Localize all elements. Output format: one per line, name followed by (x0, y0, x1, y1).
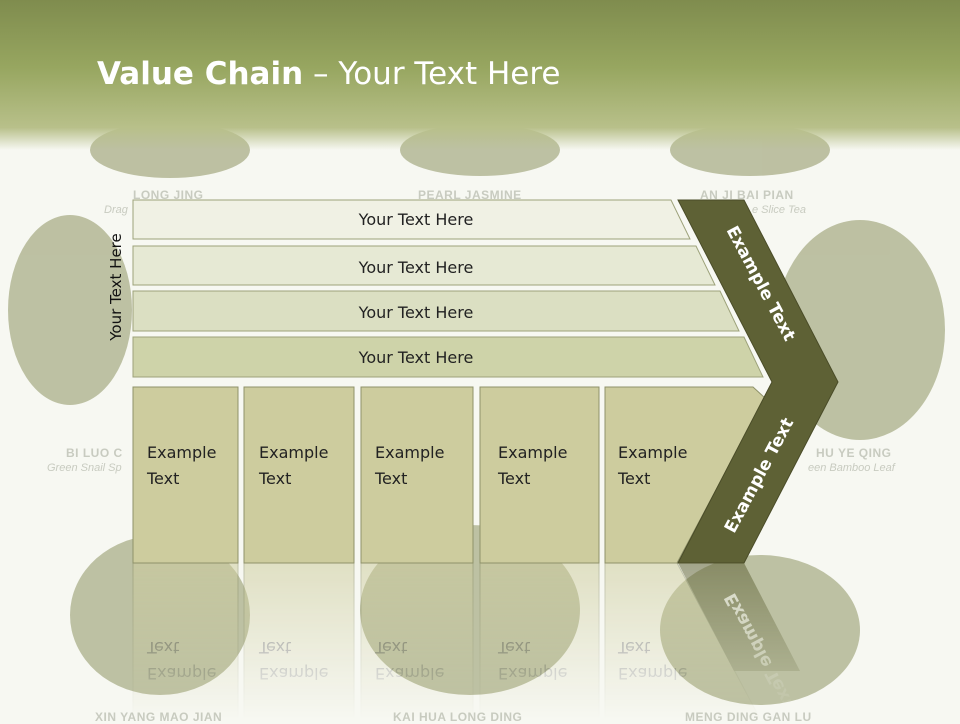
svg-text:Example: Example (259, 664, 328, 683)
svg-text:Text: Text (146, 638, 179, 657)
title-band (0, 0, 960, 150)
column-2[interactable]: Example Text (243, 386, 355, 564)
caption-long-jing-sub: Drag (104, 204, 128, 216)
title-rest: – Your Text Here (303, 56, 561, 92)
column-1[interactable]: Example Text (132, 386, 239, 564)
column-3[interactable]: Example Text (360, 386, 474, 564)
column-3-line-1: Example (375, 443, 444, 462)
column-2-line-2: Text (258, 469, 291, 488)
svg-text:Example: Example (375, 664, 444, 683)
bar-1-label: Your Text Here (358, 210, 474, 229)
column-4-line-1: Example (498, 443, 567, 462)
bar-2[interactable]: Your Text Here (132, 245, 716, 286)
svg-text:Example: Example (618, 664, 687, 683)
svg-text:Text: Text (374, 638, 407, 657)
caption-zhu-ye-sub: een Bamboo Leaf (808, 462, 895, 474)
bar-4-label: Your Text Here (358, 348, 474, 367)
column-3-line-2: Text (374, 469, 407, 488)
svg-text:Text: Text (497, 638, 530, 657)
diagram-reflection: Example Text Example Text Example Text E… (132, 562, 800, 720)
column-5-line-2: Text (617, 469, 650, 488)
svg-text:Text: Text (258, 638, 291, 657)
caption-an-ji: AN JI BAI PIAN (700, 188, 794, 202)
column-1-line-1: Example (147, 443, 216, 462)
title-bold: Value Chain (97, 56, 304, 92)
column-1-line-2: Text (146, 469, 179, 488)
diagram-main: Your Text Here Your Text Here Your Text … (132, 199, 839, 564)
column-2-line-1: Example (259, 443, 328, 462)
column-4[interactable]: Example Text (479, 386, 600, 564)
caption-an-ji-sub: e Slice Tea (752, 204, 807, 216)
bar-2-label: Your Text Here (358, 258, 474, 277)
tea-leaves-left (8, 215, 132, 405)
caption-bi-luo-sub: Green Snail Sp (47, 462, 122, 474)
bar-4[interactable]: Your Text Here (132, 336, 764, 378)
bar-1[interactable]: Your Text Here (132, 199, 691, 240)
svg-text:Text: Text (617, 638, 650, 657)
column-5-line-1: Example (618, 443, 687, 462)
svg-text:Example: Example (498, 664, 567, 683)
caption-pearl-jasmine: PEARL JASMINE (418, 188, 522, 202)
svg-text:Example: Example (147, 664, 216, 683)
bar-3[interactable]: Your Text Here (132, 290, 740, 332)
bar-3-label: Your Text Here (358, 303, 474, 322)
caption-long-jing: LONG JING (133, 188, 204, 202)
slide-title: Value Chain – Your Text Here (97, 52, 560, 96)
column-4-line-2: Text (497, 469, 530, 488)
caption-zhu-ye: HU YE QING (816, 446, 892, 460)
caption-bi-luo: BI LUO C (66, 446, 123, 460)
